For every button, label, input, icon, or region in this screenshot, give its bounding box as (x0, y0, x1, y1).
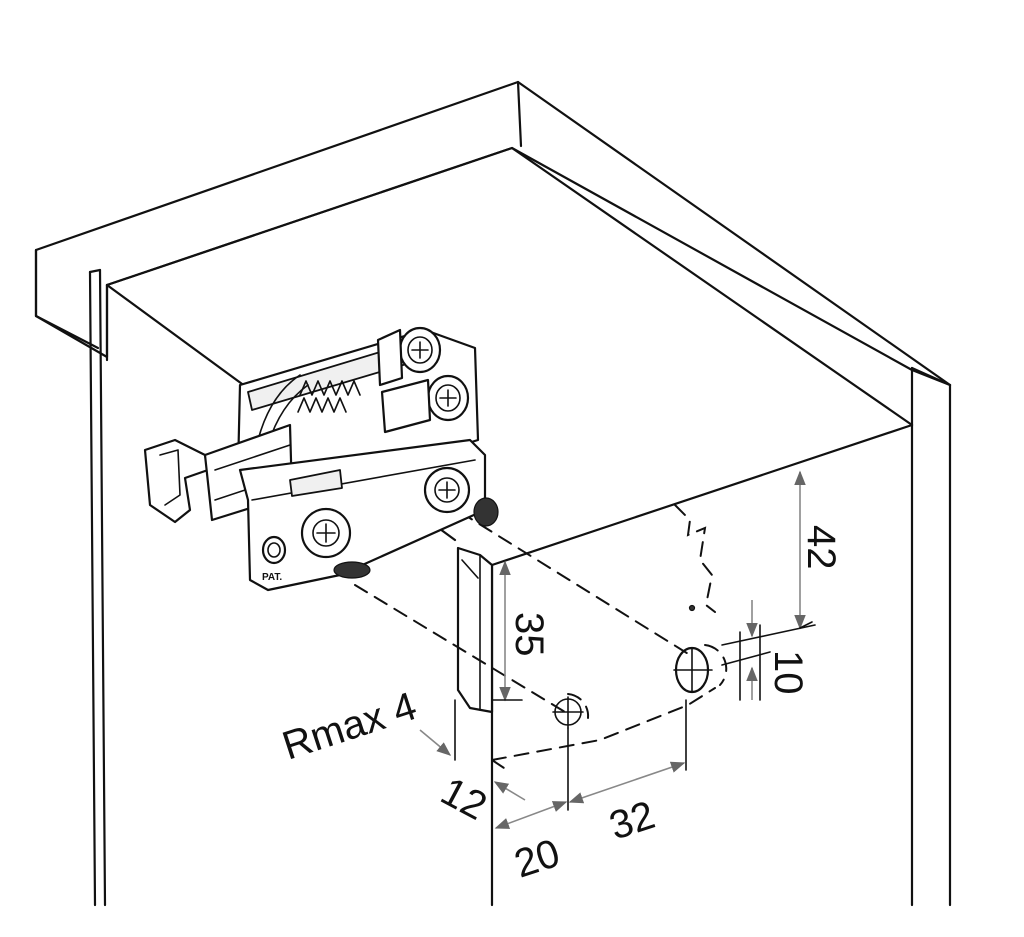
cabinet-right-panel (910, 366, 952, 907)
adjust-screw-top-icon (376, 326, 442, 387)
pat-mark: PAT. (262, 572, 282, 583)
mounting-screw-right-icon (423, 466, 471, 514)
hinge-fitting: PAT. (143, 326, 499, 592)
radius-callout: Rmax 4 (277, 684, 456, 769)
dimension-32-label: 32 (604, 793, 660, 849)
dimension-12-label: 12 (434, 769, 494, 829)
dimension-10-label: 10 (766, 650, 810, 695)
dimension-32: 32 (568, 699, 687, 849)
mounting-screw-left-icon (300, 507, 352, 559)
dimension-35-label: 35 (507, 612, 551, 657)
drill-guides (354, 504, 716, 773)
dowel-bottom-icon (333, 497, 499, 579)
dimension-42: 42 (794, 470, 843, 630)
dimension-20-label: 20 (509, 831, 565, 887)
drill-hole-large (673, 604, 728, 694)
drill-hole-small (552, 693, 590, 729)
dimension-10: 10 (721, 600, 816, 701)
dimension-35: 35 (491, 560, 551, 702)
radius-label: Rmax 4 (277, 684, 422, 768)
cabinet-side-panel (88, 268, 109, 907)
panel-edge-strip (456, 546, 494, 714)
adjust-screw-middle-icon (380, 374, 470, 434)
spring-icon (297, 380, 361, 413)
cabinet-top-panel (34, 80, 952, 387)
pat-stud-icon (261, 535, 287, 565)
dimension-12: 12 (434, 769, 526, 829)
dimension-42-label: 42 (799, 525, 843, 570)
dimension-20: 20 (494, 727, 569, 887)
